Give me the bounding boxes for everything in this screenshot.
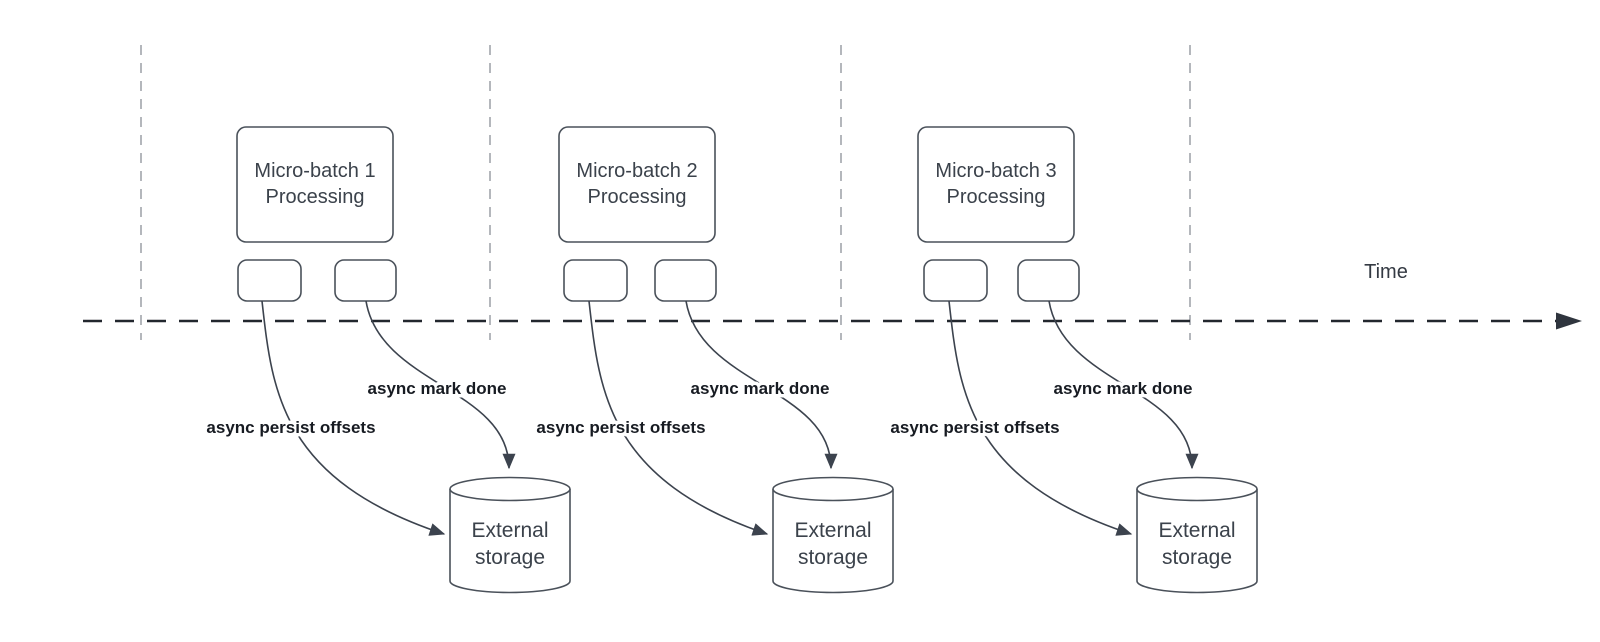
batch-1-cylinder-top (449, 476, 571, 502)
batch-3-cylinder-top (1136, 476, 1258, 502)
batch-3-markdone-task-box (1017, 259, 1080, 302)
batch-3-external-storage-cylinder: External storage (1136, 476, 1258, 594)
batch-1-title-line1: Micro-batch 1 (254, 160, 375, 182)
batch-1-title-line2: Processing (266, 186, 365, 208)
batch-1-mark-done-arrow (365, 300, 516, 470)
batch-3-cylinder-body (1136, 489, 1258, 594)
batch-2-persist-offsets-label: async persist offsets (536, 418, 705, 437)
batch-1-group: Micro-batch 1 Processing async mark done… (203, 126, 571, 594)
batch-1-markdone-task-box (334, 259, 397, 302)
batch-3-title-line2: Processing (947, 186, 1046, 208)
batch-1-persist-offsets-label: async persist offsets (206, 418, 375, 437)
batch-2-mark-done-label: async mark done (691, 379, 830, 398)
batch-2-storage-label-line2: storage (798, 546, 868, 569)
batch-1-processing-box (236, 126, 394, 243)
batch-1-persist-offsets-arrow (261, 300, 446, 536)
batch-2-offsets-task-box (563, 259, 628, 302)
batch-2-title-line2: Processing (588, 186, 687, 208)
batch-2-persist-offsets-arrow (588, 300, 769, 536)
batch-2-external-storage-cylinder: External storage (772, 476, 894, 594)
batch-2-markdone-task-box (654, 259, 717, 302)
batch-3-persist-offsets-arrow (948, 300, 1133, 536)
time-axis-arrowhead-icon (1556, 312, 1582, 330)
time-axis-label: Time (1364, 261, 1408, 283)
batch-2-cylinder-top (772, 476, 894, 502)
batch-3-mark-done-arrow (1048, 300, 1199, 470)
batch-2-storage-label-line1: External (794, 519, 871, 542)
batch-3-title-line1: Micro-batch 3 (935, 160, 1056, 182)
batch-3-storage-label-line1: External (1158, 519, 1235, 542)
batch-2-title-line1: Micro-batch 2 (576, 160, 697, 182)
batch-1-storage-label-line1: External (471, 519, 548, 542)
batch-3-persist-offsets-label: async persist offsets (890, 418, 1059, 437)
batch-2-cylinder-body (772, 489, 894, 594)
batch-1-external-storage-cylinder: External storage (449, 476, 571, 594)
batch-1-mark-done-label: async mark done (368, 379, 507, 398)
batch-3-processing-box (917, 126, 1075, 243)
batch-1-cylinder-body (449, 489, 571, 594)
batch-3-storage-label-line2: storage (1162, 546, 1232, 569)
batch-3-mark-done-label: async mark done (1054, 379, 1193, 398)
batch-1-storage-label-line2: storage (475, 546, 545, 569)
batch-1-offsets-task-box (237, 259, 302, 302)
batch-2-group: Micro-batch 2 Processing async mark done… (533, 126, 894, 594)
batch-3-offsets-task-box (923, 259, 988, 302)
batch-2-mark-done-arrow (685, 300, 838, 470)
batch-2-processing-box (558, 126, 716, 243)
batch-3-group: Micro-batch 3 Processing async mark done… (887, 126, 1258, 594)
